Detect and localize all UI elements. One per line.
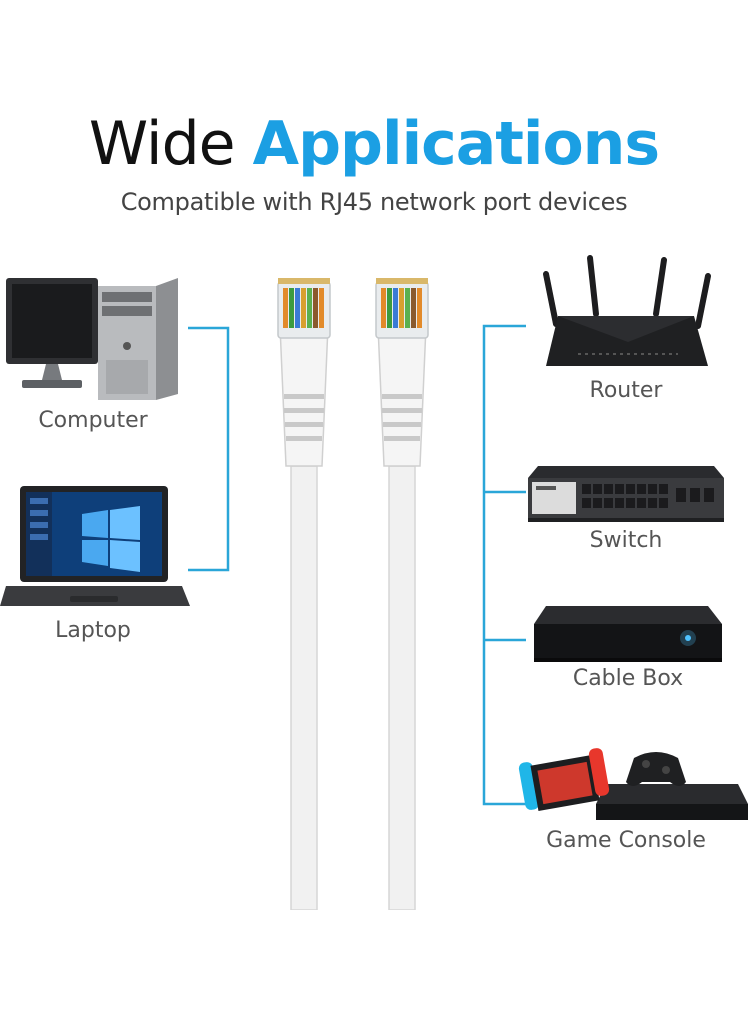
page-title: Wide Applications: [0, 108, 748, 180]
network-switch-icon: [528, 466, 724, 522]
title-word-applications: Applications: [252, 109, 660, 179]
device-label-router: Router: [589, 378, 663, 403]
device-label-laptop: Laptop: [55, 618, 131, 643]
desktop-computer-icon: [6, 278, 178, 400]
game-console-icon: [518, 748, 748, 820]
cable-box-icon: [534, 606, 722, 662]
device-label-game-console: Game Console: [546, 828, 706, 853]
ethernet-cable-left: [277, 278, 331, 910]
device-label-computer: Computer: [38, 408, 148, 433]
page-subtitle: Compatible with RJ45 network port device…: [120, 188, 628, 216]
right-bracket-line: [482, 324, 526, 806]
device-label-switch: Switch: [589, 528, 663, 553]
device-label-cable-box: Cable Box: [572, 666, 684, 691]
title-word-wide: Wide: [88, 109, 236, 179]
laptop-icon: [0, 486, 190, 606]
router-icon: [543, 255, 711, 366]
ethernet-cable-right: [375, 278, 429, 910]
left-bracket-line: [188, 326, 230, 572]
